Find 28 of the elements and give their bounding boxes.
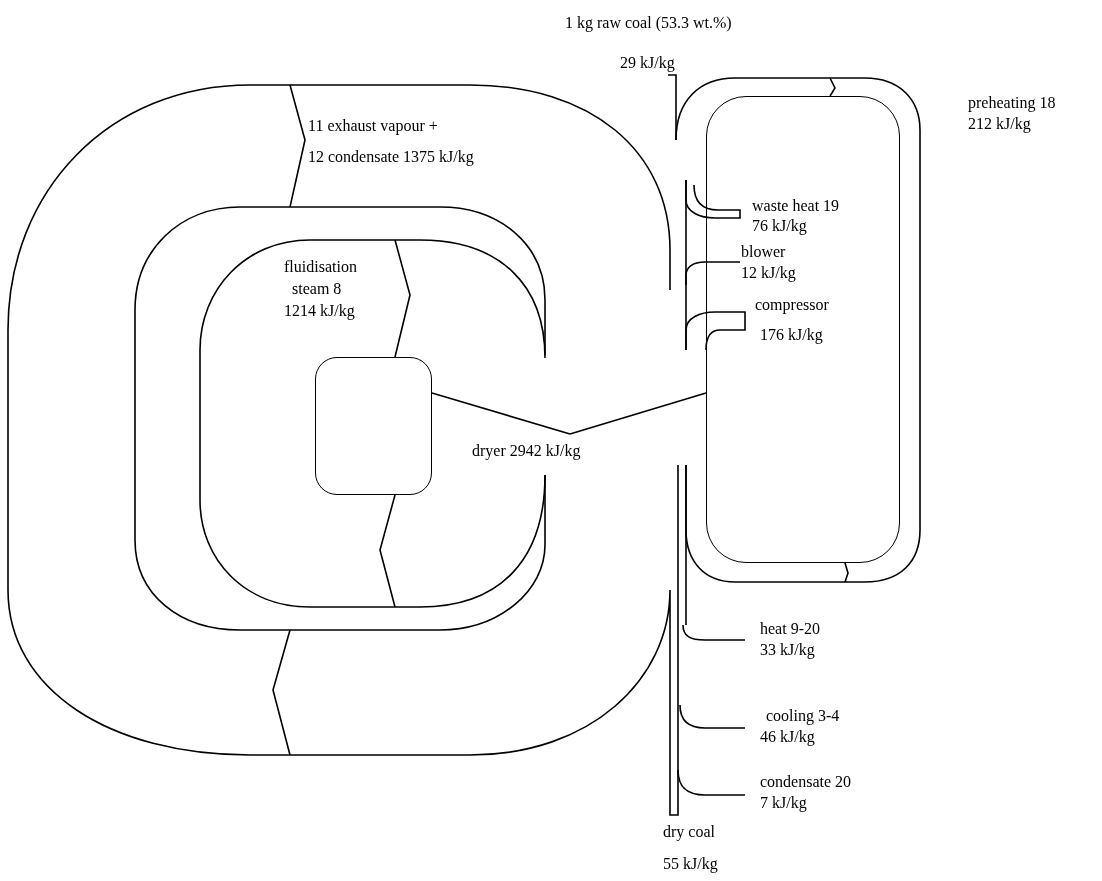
rounded-box [315,357,432,495]
flow-label: 1214 kJ/kg [284,301,355,321]
flow-label: 1 kg raw coal (53.3 wt.%) [565,13,732,33]
flow-label: 29 kJ/kg [620,53,675,73]
flow-label: blower [741,242,786,262]
flow-label: heat 9-20 [760,619,820,639]
flow-label: 176 kJ/kg [760,325,823,345]
flow-label: preheating 18 [968,93,1056,113]
flow-label: 11 exhaust vapour + [308,116,438,136]
flow-label: condensate 20 [760,772,852,792]
flow-label: waste heat 19 [752,196,840,216]
leader-line [431,392,571,435]
flow-label: cooling 3-4 [766,706,840,726]
flow-label: 46 kJ/kg [760,727,815,747]
rounded-box [706,96,900,563]
flow-label: fluidisation [284,257,357,277]
flow-label: dry coal [663,822,715,842]
flow-label: 55 kJ/kg [663,854,718,874]
flow-label: 7 kJ/kg [760,793,807,813]
leader-line [569,392,707,435]
flow-label: 12 kJ/kg [741,263,796,283]
flow-label: 33 kJ/kg [760,640,815,660]
flow-label: 76 kJ/kg [752,216,807,236]
flow-label: 212 kJ/kg [968,114,1031,134]
flow-label: dryer 2942 kJ/kg [472,441,581,461]
flow-label: compressor [755,295,829,315]
flow-label: steam 8 [292,279,342,299]
flow-label: 12 condensate 1375 kJ/kg [308,147,474,167]
